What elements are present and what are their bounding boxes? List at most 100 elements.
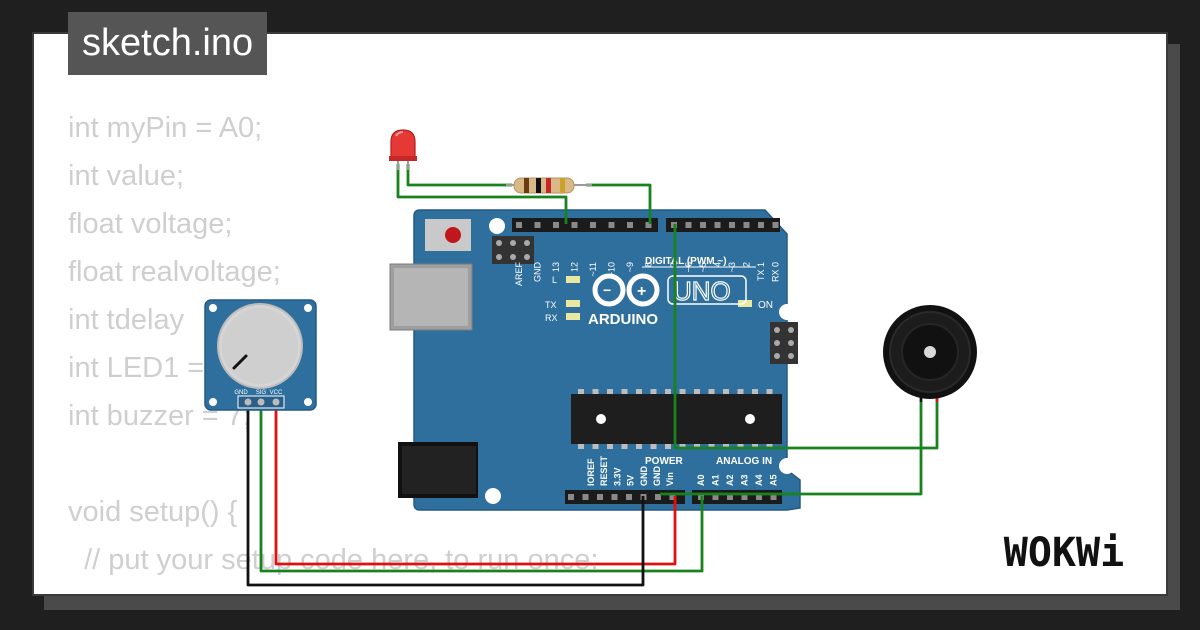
pin-label: IOREF: [586, 458, 596, 486]
header-pin[interactable]: [758, 222, 764, 228]
pin-label: A5: [769, 474, 779, 486]
svg-text:VCC: VCC: [270, 390, 283, 396]
wire-pin7-buzzer[interactable]: [673, 224, 939, 450]
pin-label: 13: [551, 262, 561, 272]
mounting-hole: [779, 304, 795, 320]
pin-label: 2: [742, 262, 752, 267]
pin-label: AREF: [514, 262, 524, 287]
wire-led-resistor[interactable]: [406, 164, 512, 187]
header-pin[interactable]: [597, 494, 603, 500]
pin-label: 12: [570, 262, 580, 272]
brand-label: ARDUINO: [588, 311, 658, 328]
header-pin[interactable]: [685, 222, 692, 228]
svg-text:RX: RX: [545, 313, 558, 323]
header-pin[interactable]: [534, 222, 541, 228]
header-pin[interactable]: [772, 222, 779, 228]
digital-header-label: DIGITAL (PWM ~): [645, 256, 727, 267]
header-pin[interactable]: [700, 222, 706, 228]
code-line: void setup() {: [68, 496, 238, 528]
header-pin[interactable]: [568, 494, 574, 500]
code-line: int value;: [68, 160, 185, 192]
analog-label: ANALOG IN: [716, 456, 772, 467]
header-pin[interactable]: [626, 494, 632, 500]
led-tx: [566, 300, 580, 307]
header-pin[interactable]: [590, 222, 596, 228]
svg-text:TX: TX: [545, 300, 557, 310]
pin-label: 3.3V: [612, 467, 622, 486]
reset-button-cap[interactable]: [445, 227, 461, 243]
wokwi-logo-text: WOKWi: [1004, 530, 1124, 576]
pot-indicator: [232, 354, 248, 370]
icsp-header: [492, 236, 534, 264]
code-line: int tdelay: [68, 304, 185, 336]
pin-label: Vin: [665, 472, 675, 486]
wire-pot-sig[interactable]: [259, 402, 704, 573]
header-pin[interactable]: [741, 494, 748, 500]
header-pin[interactable]: [627, 222, 633, 228]
pin-label: RX 0: [771, 262, 781, 282]
svg-text:−: −: [603, 282, 611, 298]
icsp2-header: [770, 322, 798, 364]
header-pin[interactable]: [553, 222, 559, 228]
pin-label: 4: [713, 262, 723, 267]
header-pin[interactable]: [516, 222, 522, 228]
wires: [246, 164, 939, 587]
wire-buzzer-gnd[interactable]: [660, 398, 923, 496]
wokwi-logo: WOKWi: [1004, 530, 1124, 576]
code-editor: int myPin = A0;int value;float voltage;f…: [68, 104, 598, 594]
code-line: Serial.begin(115200);: [68, 584, 598, 594]
header-pin[interactable]: [712, 494, 719, 500]
pin-label: 8: [644, 262, 654, 267]
resistor[interactable]: [506, 177, 592, 194]
pin-label: A0: [696, 474, 706, 486]
pin-label: GND: [652, 466, 662, 487]
digital-header-left: [512, 218, 658, 232]
wire-pot-gnd[interactable]: [246, 402, 645, 587]
led-rx: [566, 313, 580, 320]
header-pin[interactable]: [743, 222, 750, 228]
header-pin[interactable]: [582, 494, 589, 500]
header-pin[interactable]: [727, 494, 733, 500]
wire-pot-vcc[interactable]: [274, 402, 677, 566]
header-pin[interactable]: [714, 222, 721, 228]
header-pin[interactable]: [669, 494, 676, 500]
header-pin[interactable]: [655, 494, 661, 500]
wire-resistor-pin8[interactable]: [586, 183, 652, 224]
pin-label: ~9: [625, 262, 635, 272]
red-led[interactable]: [389, 129, 417, 170]
pin-label: A1: [711, 474, 721, 486]
svg-text:SIG: SIG: [256, 390, 267, 396]
file-tab[interactable]: sketch.ino: [68, 12, 268, 75]
led-on: [738, 300, 752, 307]
header-pin[interactable]: [571, 222, 578, 228]
pin-label: GND: [533, 262, 543, 283]
digital-header-right: [666, 218, 780, 232]
svg-text:+: +: [637, 283, 646, 300]
arduino-logo-icon: [592, 273, 660, 307]
svg-text:L: L: [552, 275, 557, 285]
pin-label: A4: [754, 474, 764, 486]
svg-text:GND: GND: [234, 390, 248, 396]
buzzer[interactable]: [883, 305, 977, 402]
mounting-hole: [779, 458, 795, 474]
header-pin[interactable]: [729, 222, 735, 228]
header-pin[interactable]: [611, 494, 618, 500]
code-line: int LED1 =: [68, 352, 205, 384]
code-line: float realvoltage;: [68, 256, 281, 288]
header-pin[interactable]: [756, 494, 762, 500]
header-pin[interactable]: [608, 222, 615, 228]
pin-label: A2: [725, 474, 735, 486]
pin-label: 5V: [626, 475, 636, 486]
power-header: [565, 490, 685, 504]
header-pin[interactable]: [770, 494, 777, 500]
wire-led-gnd[interactable]: [396, 164, 568, 224]
potentiometer[interactable]: GND SIG VCC: [204, 299, 317, 411]
header-pin[interactable]: [645, 222, 652, 228]
mounting-hole: [489, 218, 505, 234]
svg-text:ON: ON: [758, 300, 773, 311]
